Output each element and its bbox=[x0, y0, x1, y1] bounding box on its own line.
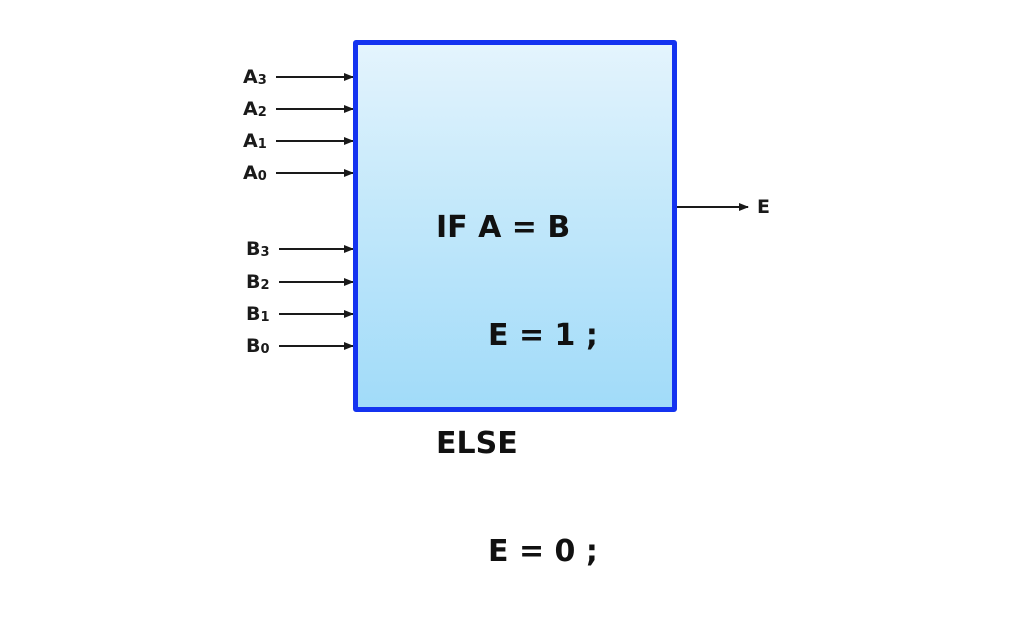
input-letter: A bbox=[243, 130, 258, 152]
input-label-b3: B3 bbox=[246, 238, 270, 260]
input-label-a1: A1 bbox=[243, 130, 267, 152]
input-index: 2 bbox=[260, 278, 270, 293]
diagram-canvas bbox=[276, 73, 749, 350]
input-label-a0: A0 bbox=[243, 162, 267, 184]
input-letter: B bbox=[246, 335, 261, 357]
input-label-a3: A3 bbox=[243, 66, 267, 88]
input-index: 0 bbox=[260, 342, 270, 357]
input-label-b0: B0 bbox=[246, 335, 270, 357]
input-index: 1 bbox=[257, 137, 267, 152]
input-index: 3 bbox=[257, 73, 267, 88]
input-letter: A bbox=[243, 162, 258, 184]
code-line-4: E = 0 ; bbox=[488, 534, 598, 569]
input-letter: B bbox=[246, 238, 261, 260]
input-label-b2: B2 bbox=[246, 271, 270, 293]
input-arrows bbox=[276, 73, 354, 350]
input-letter: B bbox=[246, 303, 261, 325]
code-text: IF A = B E = 1 ; ELSE E = 0 ; bbox=[436, 138, 598, 642]
code-line-3: ELSE bbox=[436, 426, 518, 461]
input-letter: A bbox=[243, 98, 258, 120]
input-index: 3 bbox=[260, 245, 270, 260]
comparator-block: IF A = B E = 1 ; ELSE E = 0 ; bbox=[353, 40, 677, 569]
input-label-a2: A2 bbox=[243, 98, 267, 120]
input-letter: B bbox=[246, 271, 261, 293]
input-letter: A bbox=[243, 66, 258, 88]
input-index: 2 bbox=[257, 105, 267, 120]
input-index: 1 bbox=[260, 310, 270, 325]
code-line-2: E = 1 ; bbox=[488, 318, 598, 353]
output-label: E bbox=[757, 196, 770, 218]
input-index: 0 bbox=[257, 169, 267, 184]
input-label-b1: B1 bbox=[246, 303, 270, 325]
code-line-1: IF A = B bbox=[436, 210, 571, 245]
